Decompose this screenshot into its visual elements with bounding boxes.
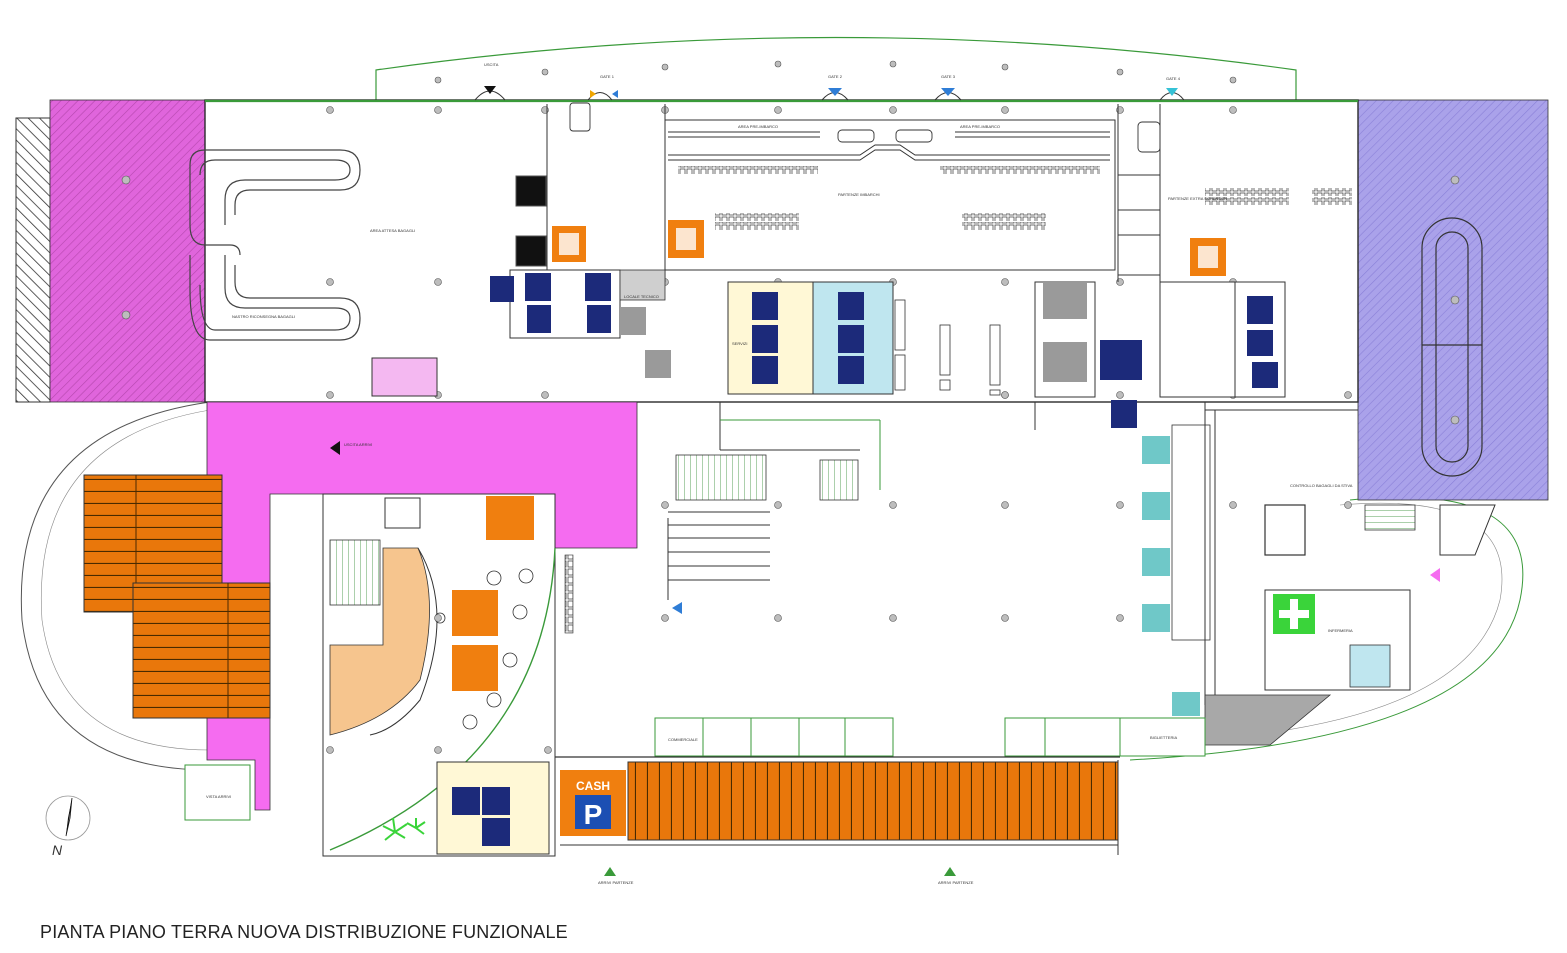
restroom-south-icon-2 xyxy=(482,787,510,815)
kiosk-black-2 xyxy=(515,235,547,267)
arrow-exit-west xyxy=(330,441,340,455)
arrow-pink-east xyxy=(1430,568,1440,582)
cafe-tables xyxy=(434,568,534,730)
label-attesa-bagagli: AREA ATTESA BAGAGLI xyxy=(370,228,415,233)
car-rental-icon xyxy=(486,496,534,540)
seat-row-6 xyxy=(962,222,1046,230)
baggage-conveyor-2 xyxy=(189,224,361,341)
label-gate-1: GATE 1 xyxy=(600,74,615,79)
seating-column-west xyxy=(564,554,574,634)
seat-row-5 xyxy=(962,213,1046,221)
kiosk-black-1 xyxy=(515,175,547,207)
central-corridor-lines xyxy=(667,419,881,600)
label-parking: P xyxy=(584,799,603,830)
palm-decoration-icon xyxy=(382,817,426,841)
stair-west xyxy=(329,539,381,606)
arrow-blue-south xyxy=(672,602,682,614)
kitchen-peach xyxy=(329,547,430,736)
restaurant-icon xyxy=(452,645,498,691)
label-partenze-extra: PARTENZE EXTRA SCHENGEN xyxy=(1168,196,1227,201)
east-outer-curve xyxy=(1129,496,1524,761)
grey-service-area xyxy=(1204,694,1332,746)
seat-row-3 xyxy=(715,213,799,221)
restroom-south-icon-3 xyxy=(482,818,510,846)
stair-east xyxy=(1364,504,1416,531)
food-court-glass-curve xyxy=(329,547,556,851)
arrivals-conveyor-east xyxy=(1421,217,1483,477)
label-infermeria: INFERMERIA xyxy=(1328,628,1353,633)
wall-east-wedge xyxy=(1439,504,1496,556)
stair-central-2 xyxy=(819,459,859,501)
infermeria-lightblue xyxy=(1349,644,1391,688)
label-nastri: NASTRO RICONSEGNA BAGAGLI xyxy=(232,314,295,319)
west-inner-curve xyxy=(40,409,211,751)
controllo-room xyxy=(1264,504,1306,556)
pink-room xyxy=(371,357,438,397)
label-gate-3: GATE 3 xyxy=(941,74,956,79)
seat-row-2 xyxy=(940,166,1100,174)
label-cash: CASH xyxy=(576,779,610,793)
west-service-hatch xyxy=(15,117,51,403)
fast-food-icon xyxy=(452,590,498,636)
label-area-preimbarco-2: AREA PRE-IMBARCO xyxy=(960,124,1000,129)
restroom-south-icon-1 xyxy=(452,787,480,815)
west-magenta-area xyxy=(49,99,206,403)
seat-row-4 xyxy=(715,222,799,230)
label-uscita: USCITA xyxy=(484,62,499,67)
label-gate-2: GATE 2 xyxy=(828,74,843,79)
baggage-conveyor-1 xyxy=(189,149,361,225)
column-grid-south xyxy=(326,391,1352,754)
label-commerciale: COMMERCIALE xyxy=(668,737,698,742)
label-gate-4: GATE 4 xyxy=(1166,76,1181,81)
label-arrivi-partenze-1: ARRIVI PARTENZE xyxy=(598,880,634,885)
marker-arrivi-2 xyxy=(944,867,956,876)
label-area-preimbarco-1: AREA PRE-IMBARCO xyxy=(738,124,778,129)
north-canopy-curve xyxy=(375,36,1297,100)
seat-row-9 xyxy=(1312,188,1352,196)
plan-caption: PIANTA PIANO TERRA NUOVA DISTRIBUZIONE F… xyxy=(40,922,568,942)
label-partenze: PARTENZE IMBARCHI xyxy=(838,192,880,197)
north-arrow-icon xyxy=(45,795,91,841)
seat-row-7 xyxy=(1205,188,1289,196)
interior-walls xyxy=(546,104,1358,705)
gate-desks xyxy=(569,102,1161,153)
exit-booth-southwest xyxy=(184,764,251,821)
orange-desk-icons xyxy=(552,220,1226,276)
restroom-block-center xyxy=(727,281,894,395)
first-aid-cross-h xyxy=(1279,610,1309,618)
security-desks-north xyxy=(894,299,1001,396)
checkin-desks xyxy=(1142,424,1211,716)
preboarding-area xyxy=(664,119,1116,271)
seat-row-8 xyxy=(1205,197,1289,205)
service-block-east xyxy=(1034,281,1286,428)
parking-p-background xyxy=(575,795,611,829)
seat-row-10 xyxy=(1312,197,1352,205)
kitchen-counter-curve xyxy=(369,547,438,736)
stair-central-1 xyxy=(675,454,767,501)
restroom-block-west xyxy=(490,269,671,378)
label-controllo: CONTROLLO BAGAGLI DA STIVA xyxy=(1290,483,1353,488)
parking-strip-south xyxy=(627,761,1119,841)
seat-row-1 xyxy=(678,166,818,174)
west-outer-curve xyxy=(20,401,211,771)
north-arrow-label: N xyxy=(52,842,63,858)
label-locale-tecnico: LOCALE TECNICO xyxy=(624,294,659,299)
gate-markers xyxy=(474,86,1185,101)
parking-grid-west-2 xyxy=(132,582,271,719)
label-vista-arrivi: VISTA ARRIVI xyxy=(206,794,231,799)
label-biglietteria: BIGLIETTERIA xyxy=(1150,735,1177,740)
commercial-units xyxy=(654,717,1206,757)
label-uscita-arrivi: USCITA ARRIVI xyxy=(344,442,372,447)
label-arrivi-partenze-2: ARRIVI PARTENZE xyxy=(938,880,974,885)
elevator-west xyxy=(384,497,421,529)
label-servizi: SERVIZI xyxy=(732,341,748,346)
marker-arrivi-1 xyxy=(604,867,616,876)
